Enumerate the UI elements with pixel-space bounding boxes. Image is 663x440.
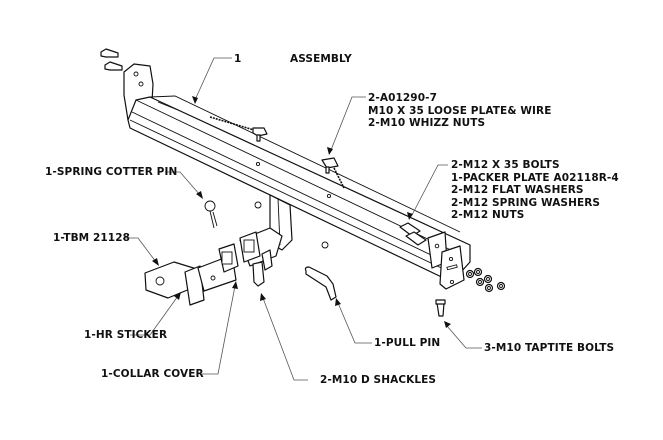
callout-collar-cover: 1-COLLAR COVER	[101, 368, 204, 381]
callout-bolts-kit: 2-M12 X 35 BOLTS 1-PACKER PLATE A02118R-…	[451, 159, 619, 222]
callout-hr-sticker: 1-HR STICKER	[84, 329, 167, 342]
callout-text: 1-HR STICKER	[84, 329, 168, 341]
left-bolts	[100, 48, 123, 71]
callout-text: 3-M10 TAPTITE BOLTS	[484, 342, 615, 354]
callout-line: 2-M10 WHIZZ NUTS	[368, 117, 486, 129]
callout-text: 1-TBM 21128	[53, 232, 131, 244]
callout-pull-pin: 1-PULL PIN	[374, 337, 440, 350]
receiver	[239, 194, 293, 267]
callout-text: 1-SPRING COTTER PIN	[45, 166, 178, 178]
callout-line: 2-M12 SPRING WASHERS	[451, 196, 601, 209]
callout-loose-plate: 2-A01290-7 M10 X 35 LOOSE PLATE& WIRE 2-…	[368, 92, 551, 130]
taptite-bolt	[435, 299, 446, 317]
callout-tow-ball-mount: 1-TBM 21128	[53, 232, 130, 245]
callout-line: 2-A01290-7	[368, 92, 437, 104]
bar-body	[127, 96, 471, 283]
callout-line: 2-M12 FLAT WASHERS	[451, 184, 584, 196]
callout-line: 2-M12 X 35 BOLTS	[451, 159, 560, 171]
leader-lines	[123, 57, 482, 381]
cotter-pin	[204, 200, 218, 229]
crossbar	[123, 63, 506, 293]
assembly-title: ASSEMBLY	[290, 53, 352, 65]
callout-taptite-bolts: 3-M10 TAPTITE BOLTS	[484, 342, 614, 355]
callout-cotter-pin: 1-SPRING COTTER PIN	[45, 166, 177, 179]
loose-plates	[209, 116, 345, 249]
d-shackles	[252, 249, 273, 287]
callout-text: 1-COLLAR COVER	[101, 368, 204, 380]
callout-line: M10 X 35 LOOSE PLATE& WIRE	[368, 104, 552, 117]
callout-d-shackles: 2-M10 D SHACKLES	[320, 374, 436, 387]
callout-text: 1-PULL PIN	[374, 337, 441, 349]
pull-pin	[304, 266, 337, 301]
callout-main-bar: 1	[234, 53, 241, 66]
callout-text: 2-M10 D SHACKLES	[320, 374, 437, 386]
callout-line: 1-PACKER PLATE A02118R-4	[451, 171, 619, 184]
callout-line: 2-M12 NUTS	[451, 209, 525, 221]
callout-text: 1	[234, 53, 242, 65]
tow-ball-mount	[144, 243, 239, 306]
